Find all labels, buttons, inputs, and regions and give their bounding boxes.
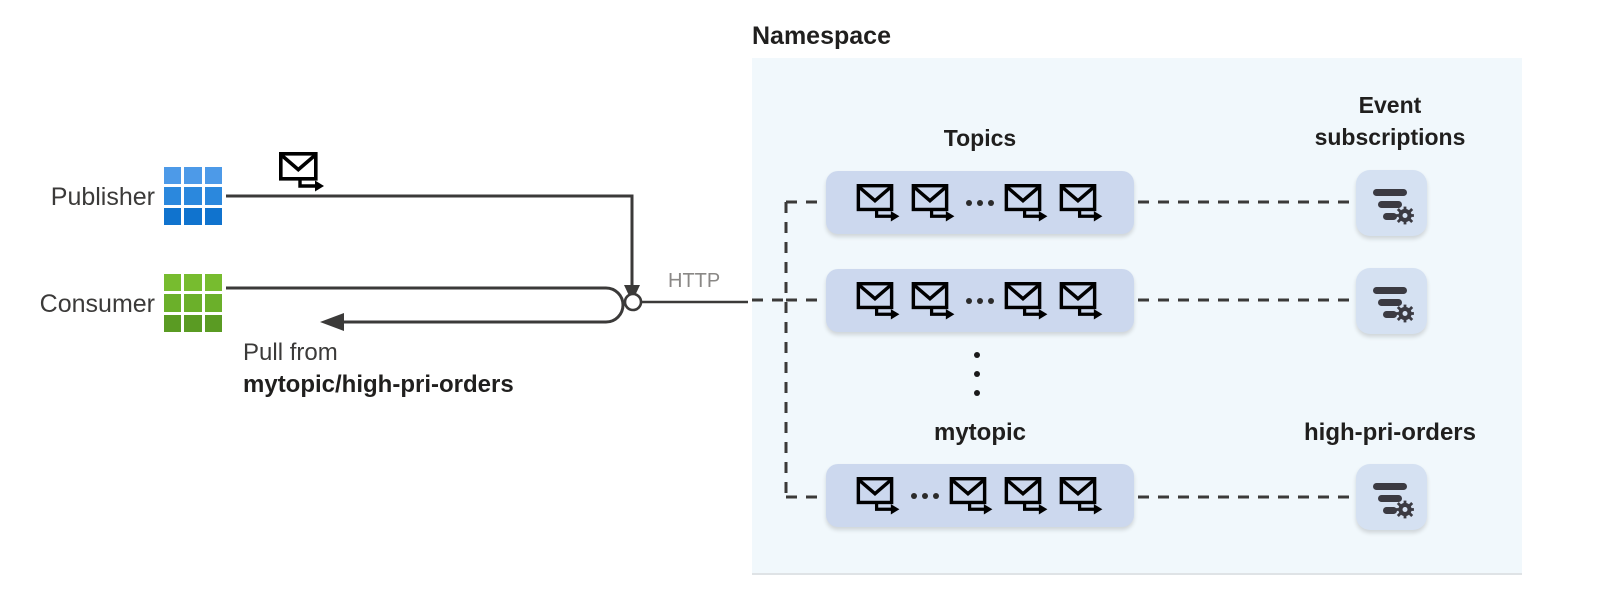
topic-box[interactable] — [826, 171, 1134, 234]
envelope-arrow-icon — [856, 281, 901, 320]
event-subscription-tile[interactable] — [1356, 464, 1427, 530]
envelope-arrow-icon — [911, 281, 956, 320]
envelope-arrow-icon — [1004, 476, 1049, 515]
topic-name-label: mytopic — [933, 419, 1026, 446]
envelope-arrow-icon — [1004, 281, 1049, 320]
envelope-arrow-icon — [911, 183, 956, 222]
filter-settings-icon — [1369, 182, 1415, 225]
envelope-arrow-icon — [1059, 183, 1104, 222]
topic-box[interactable] — [826, 269, 1134, 332]
vertical-ellipsis-icon — [974, 352, 980, 396]
horizontal-ellipsis-icon — [966, 199, 994, 206]
http-connection-line — [640, 294, 760, 310]
envelope-arrow-icon — [278, 151, 325, 192]
horizontal-ellipsis-icon — [966, 297, 994, 304]
pull-caption-line1: Pull from — [243, 339, 338, 366]
blue-grid-icon — [164, 167, 222, 225]
subscription-name-label: high-pri-orders — [1304, 419, 1476, 446]
event-subscription-tile[interactable] — [1356, 268, 1427, 334]
pull-caption-line2: mytopic/high-pri-orders — [243, 371, 514, 398]
envelope-arrow-icon — [1059, 281, 1104, 320]
event-subscriptions-heading-line2: subscriptions — [1314, 124, 1466, 150]
namespace-title: Namespace — [752, 22, 891, 50]
event-subscriptions-column-heading: Event subscriptions — [1290, 89, 1490, 153]
envelope-arrow-icon — [949, 476, 994, 515]
http-label: HTTP — [668, 270, 721, 292]
consumer-pull-loop — [226, 282, 636, 332]
consumer-label: Consumer — [39, 290, 155, 318]
envelope-arrow-icon — [856, 183, 901, 222]
filter-settings-icon — [1369, 280, 1415, 323]
topic-routing-dashed-lines — [740, 190, 1460, 520]
envelope-arrow-icon — [856, 476, 901, 515]
envelope-arrow-icon — [1059, 476, 1104, 515]
event-subscription-tile[interactable] — [1356, 170, 1427, 236]
topics-column-heading: Topics — [943, 125, 1017, 151]
envelope-arrow-icon — [1004, 183, 1049, 222]
green-grid-icon — [164, 274, 222, 332]
publisher-label: Publisher — [50, 183, 155, 211]
event-subscriptions-heading-line1: Event — [1358, 92, 1422, 118]
horizontal-ellipsis-icon — [911, 492, 939, 499]
topic-box[interactable] — [826, 464, 1134, 527]
filter-settings-icon — [1369, 476, 1415, 519]
